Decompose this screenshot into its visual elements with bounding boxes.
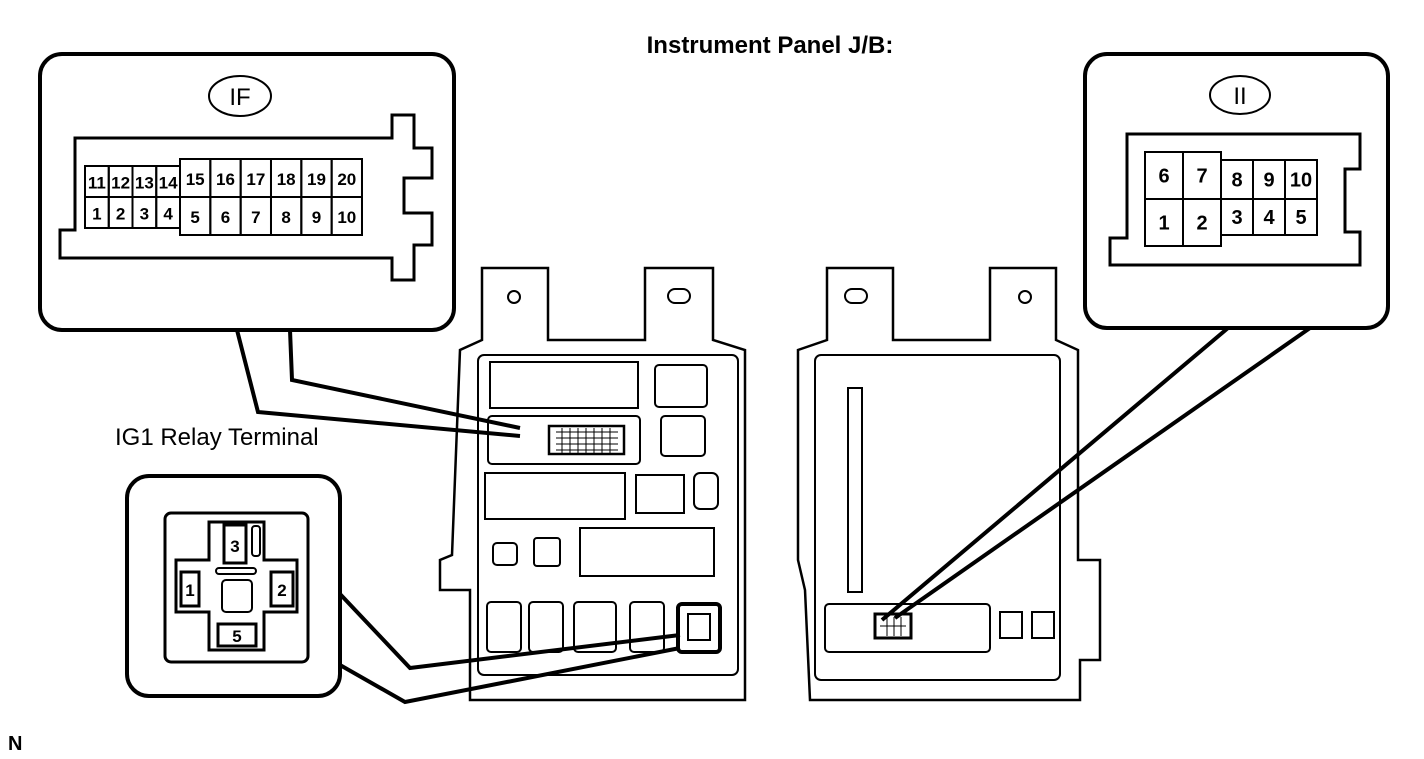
if-pin-5: 5 [190, 208, 199, 227]
relay-terminal-callout: 3 1 2 5 [125, 474, 681, 705]
junction-block-front [438, 266, 747, 702]
relay-pin-3: 3 [230, 537, 239, 556]
corner-mark: N [8, 733, 22, 755]
relay-pin-5: 5 [232, 627, 241, 646]
ii-pin-6: 6 [1158, 166, 1169, 188]
if-pin-19: 19 [307, 170, 326, 189]
ii-pin-cells: 6 1 7 2 8 39 4 10 5 [1144, 151, 1318, 247]
ii-pin-8: 8 [1231, 170, 1242, 192]
if-pin-1: 1 [92, 205, 101, 224]
if-pin-13: 13 [135, 174, 154, 193]
if-pin-10: 10 [337, 208, 356, 227]
if-pin-12: 12 [111, 174, 130, 193]
diagram-title: Instrument Panel J/B: [647, 32, 894, 59]
ii-pin-3: 3 [1231, 207, 1242, 229]
ii-pin-5: 5 [1295, 207, 1306, 229]
ii-pin-2: 2 [1196, 213, 1207, 235]
relay-pin-2: 2 [277, 581, 286, 600]
if-pin-2: 2 [116, 205, 125, 224]
ii-pin-1: 1 [1158, 213, 1169, 235]
if-pin-11: 11 [88, 174, 106, 193]
if-pin-14: 14 [159, 174, 178, 193]
ii-pin-9: 9 [1263, 170, 1274, 192]
ii-pin-4: 4 [1263, 207, 1275, 229]
if-pin-18: 18 [277, 170, 296, 189]
ii-pin-10: 10 [1290, 170, 1312, 192]
ii-pin-5-box [1284, 198, 1318, 236]
relay-pin-1: 1 [185, 581, 194, 600]
if-pin-15: 15 [186, 170, 205, 189]
junction-block-rear [796, 266, 1102, 702]
if-pin-10-box [330, 196, 363, 236]
ii-connector-code: II [1233, 83, 1246, 110]
if-pin-8: 8 [281, 208, 290, 227]
if-pin-16: 16 [216, 170, 235, 189]
if-pin-7: 7 [251, 208, 260, 227]
if-pin-3: 3 [140, 205, 149, 224]
if-pin-4: 4 [163, 205, 173, 224]
ii-connector-callout: II 6 1 7 2 8 39 4 10 5 [880, 52, 1390, 622]
if-pin-9: 9 [312, 208, 321, 227]
if-pin-6: 6 [221, 208, 230, 227]
if-connector-code: IF [229, 84, 250, 111]
ii-pin-7: 7 [1196, 166, 1207, 188]
if-pin-17: 17 [246, 170, 265, 189]
if-pin-20: 20 [337, 170, 356, 189]
ig1-relay-label: IG1 Relay Terminal [115, 424, 319, 451]
